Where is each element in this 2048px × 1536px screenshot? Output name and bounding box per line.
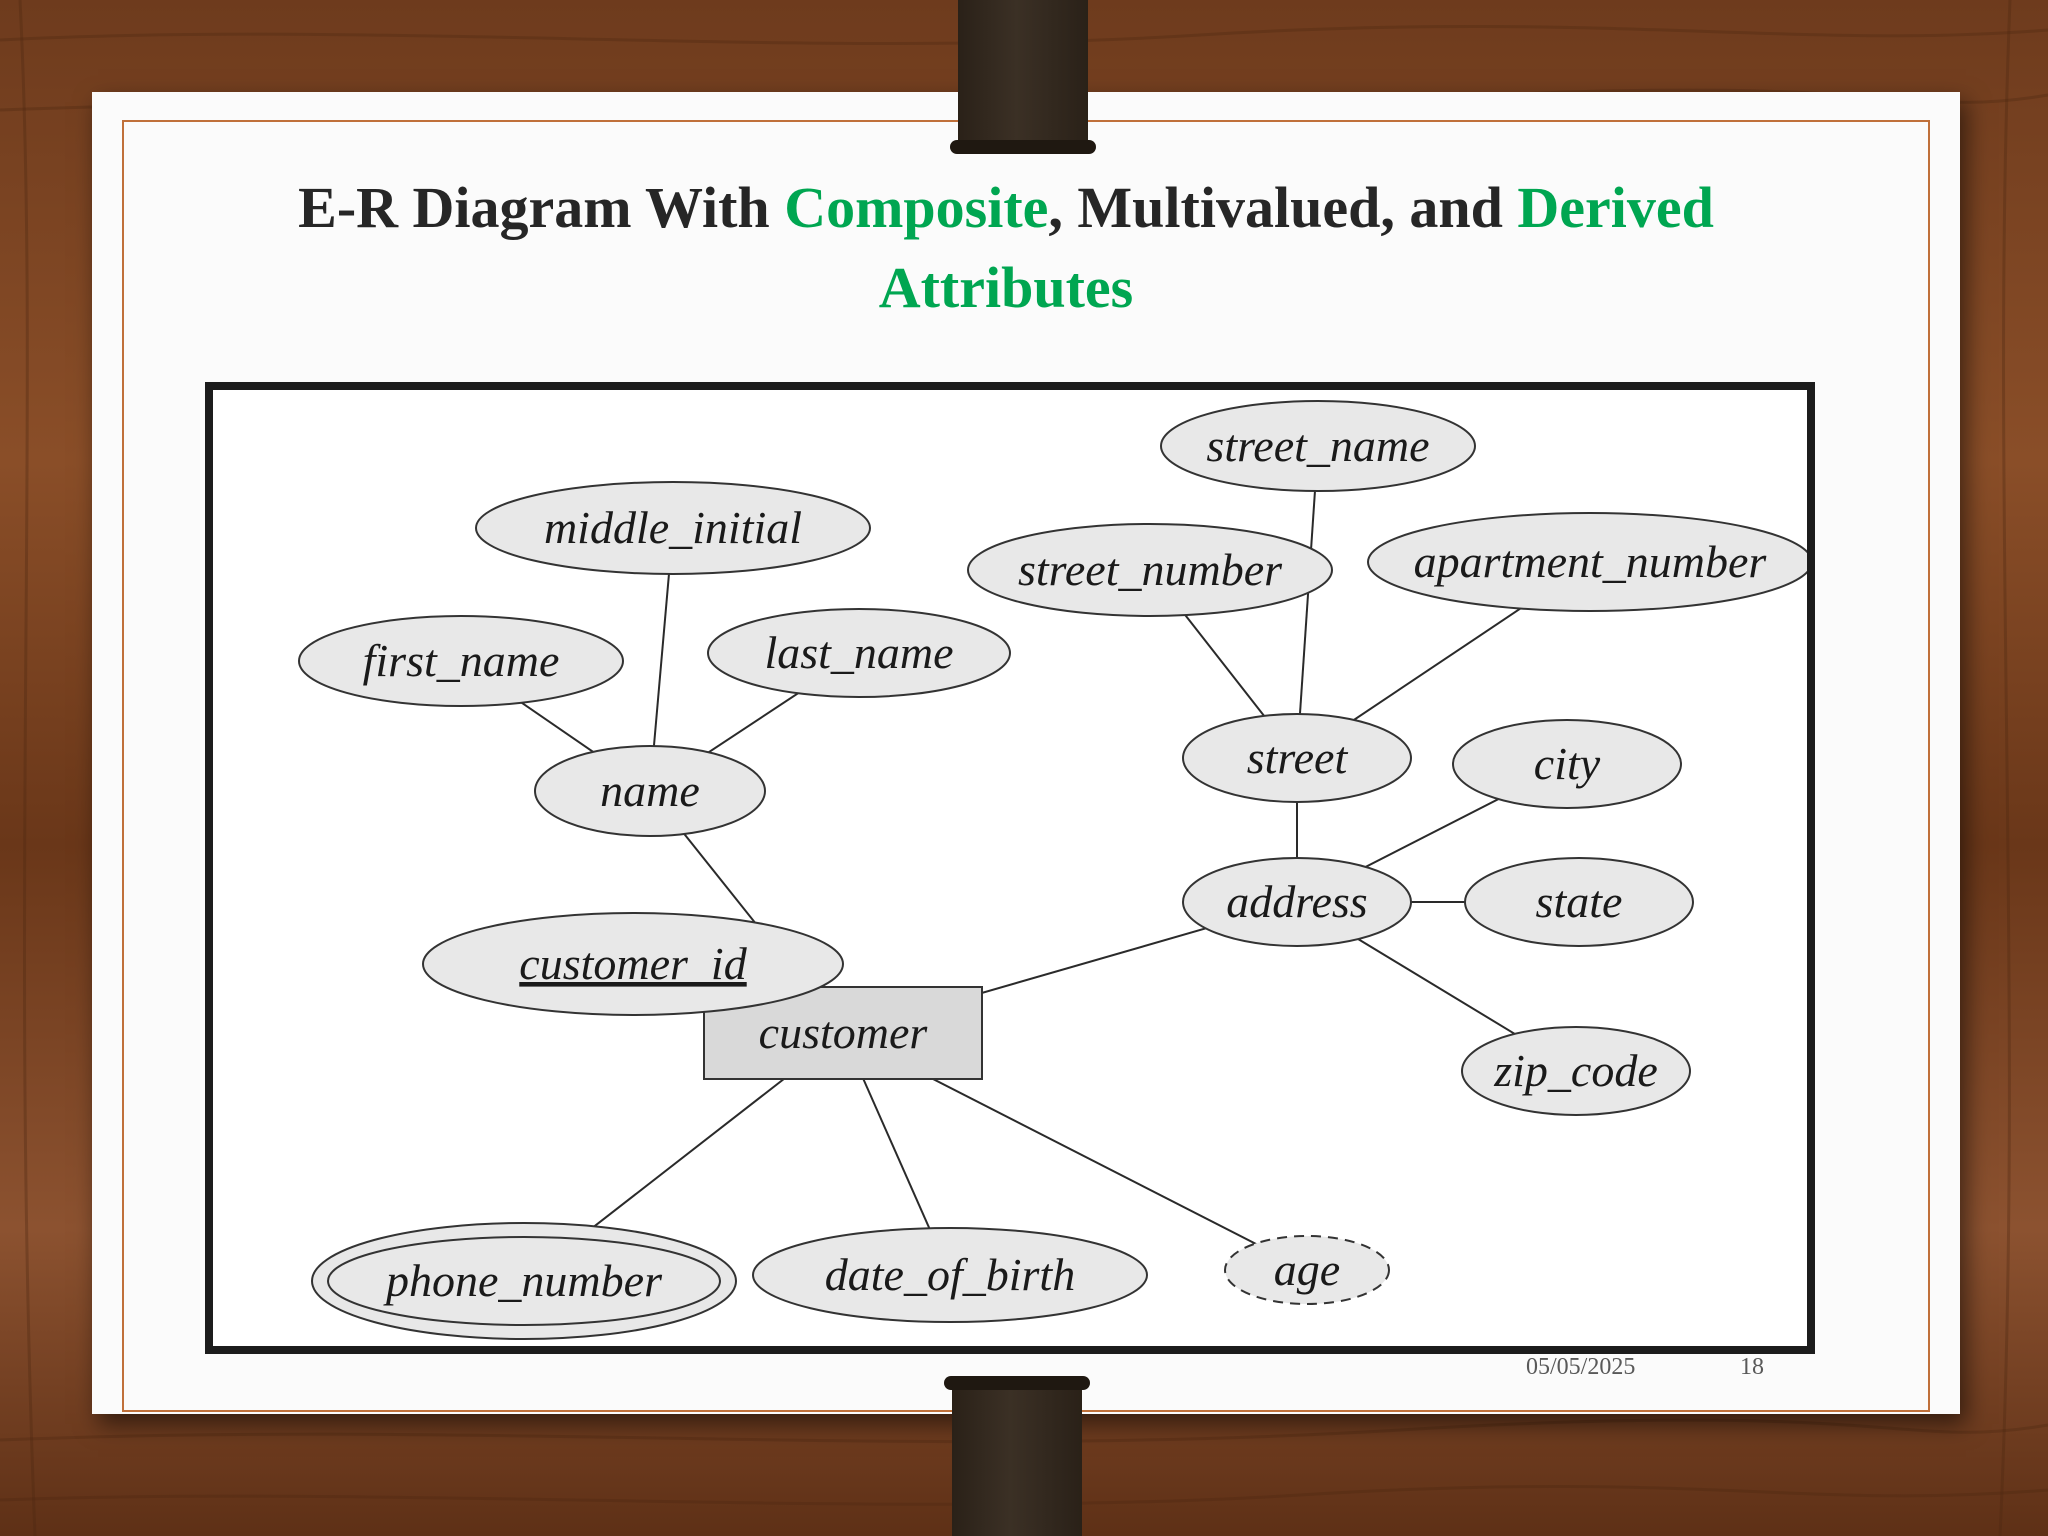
attribute-street[interactable]: street [1182, 713, 1412, 803]
attribute-date_of_birth[interactable]: date_of_birth [752, 1227, 1148, 1323]
attribute-last_name[interactable]: last_name [707, 608, 1011, 698]
attribute-city[interactable]: city [1452, 719, 1682, 809]
attribute-ellipse [1182, 857, 1412, 947]
attribute-ellipse [1224, 1235, 1390, 1305]
attribute-street_number-label: street_number [1018, 544, 1283, 595]
title-derived: Derived [1517, 175, 1714, 240]
attribute-age-label: age [1274, 1244, 1340, 1295]
attribute-ellipse [1461, 1026, 1691, 1116]
attribute-phone_number-label: phone_number [383, 1255, 663, 1306]
attribute-ellipse [1367, 512, 1807, 612]
title-part2: , Multivalued, and [1048, 175, 1518, 240]
attribute-apartment_number[interactable]: apartment_number [1367, 512, 1807, 612]
attribute-street-label: street [1247, 732, 1349, 783]
attribute-date_of_birth-label: date_of_birth [825, 1249, 1075, 1300]
attribute-ellipse [475, 481, 871, 575]
attribute-ellipse [1182, 713, 1412, 803]
attribute-phone_number[interactable]: phone_number [311, 1222, 737, 1340]
attribute-ellipse [1160, 400, 1476, 492]
attribute-last_name-label: last_name [764, 627, 953, 678]
slide-title: E-R Diagram With Composite, Multivalued,… [122, 168, 1890, 328]
top-strap-cap [950, 140, 1096, 154]
attribute-ellipse [1452, 719, 1682, 809]
attribute-middle_initial[interactable]: middle_initial [475, 481, 871, 575]
title-part1: E-R Diagram With [298, 175, 785, 240]
attribute-apartment_number-label: apartment_number [1414, 536, 1768, 587]
attribute-ellipse [967, 523, 1333, 617]
attribute-zip_code-label: zip_code [1493, 1045, 1658, 1096]
attribute-city-label: city [1534, 738, 1601, 789]
title-composite: Composite [784, 175, 1049, 240]
attribute-state-label: state [1536, 876, 1623, 927]
attribute-address-label: address [1226, 876, 1367, 927]
attribute-first_name-label: first_name [363, 635, 560, 686]
attribute-street_name[interactable]: street_name [1160, 400, 1476, 492]
attribute-ellipse [707, 608, 1011, 698]
top-strap [958, 0, 1088, 150]
attribute-inner-ellipse [327, 1236, 721, 1326]
attribute-ellipse [1464, 857, 1694, 947]
edge-street-street_name [1296, 445, 1319, 759]
attribute-name-label: name [600, 765, 700, 816]
attribute-middle_initial-label: middle_initial [544, 502, 802, 553]
attribute-address[interactable]: address [1182, 857, 1412, 947]
footer-date: 05/05/2025 [1526, 1354, 1636, 1380]
attribute-ellipse [311, 1222, 737, 1340]
attribute-ellipse [298, 615, 624, 707]
title-attributes: Attributes [878, 255, 1134, 320]
attribute-customer_id-label: customer_id [519, 938, 747, 989]
bottom-strap [952, 1380, 1082, 1536]
attribute-ellipse [422, 912, 844, 1016]
attribute-ellipse [752, 1227, 1148, 1323]
attribute-name[interactable]: name [534, 745, 766, 837]
attribute-zip_code[interactable]: zip_code [1461, 1026, 1691, 1116]
attribute-first_name[interactable]: first_name [298, 615, 624, 707]
footer-page-number: 18 [1740, 1354, 1764, 1380]
attribute-street_number[interactable]: street_number [967, 523, 1333, 617]
attribute-state[interactable]: state [1464, 857, 1694, 947]
attribute-street_name-label: street_name [1206, 420, 1429, 471]
bottom-strap-cap [944, 1376, 1090, 1390]
entity-customer-label: customer [759, 1007, 929, 1058]
attribute-ellipse [534, 745, 766, 837]
attribute-customer_id[interactable]: customer_id [422, 912, 844, 1016]
attribute-age[interactable]: age [1224, 1235, 1390, 1305]
